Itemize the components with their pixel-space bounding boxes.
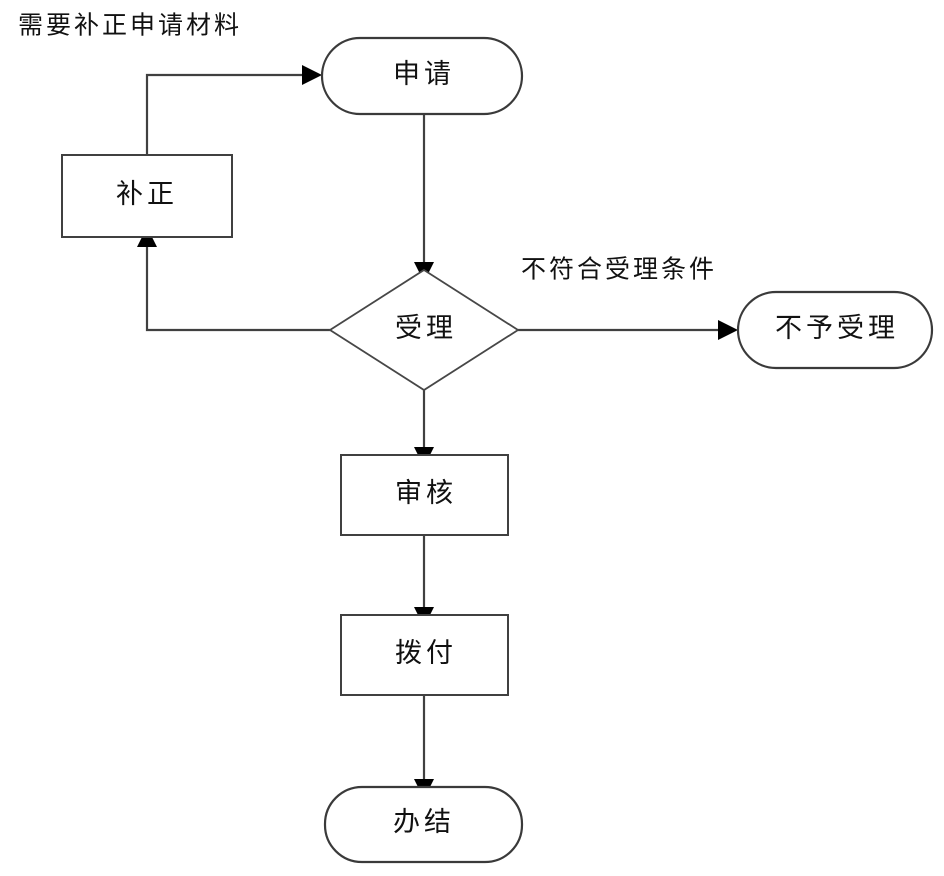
- edge-line: [145, 73, 312, 155]
- edge-label-layer: 需要补正申请材料 不符合受理条件: [18, 12, 717, 284]
- arrow-head-right: [302, 65, 322, 85]
- node-accept-shape[interactable]: [328, 268, 520, 392]
- node-review-shape[interactable]: [340, 454, 509, 536]
- node-reject-shape[interactable]: [736, 290, 934, 370]
- node-review-label: 审核: [395, 478, 457, 508]
- edge-label-not-meet-conditions: 不符合受理条件: [521, 256, 717, 284]
- node-complete[interactable]: 办结: [323, 785, 524, 864]
- edge-review-to-disburse: [414, 535, 434, 627]
- node-apply-label: 申请: [393, 59, 455, 89]
- edge-line: [145, 246, 330, 332]
- node-reject-label: 不予受理: [775, 313, 899, 343]
- node-review[interactable]: 审核: [340, 454, 509, 536]
- node-complete-shape[interactable]: [323, 785, 524, 864]
- edge-accept-to-reject: [518, 320, 738, 340]
- edge-label-need-supplement: 需要补正申请材料: [18, 12, 242, 40]
- edge-supplement-to-apply: [145, 65, 322, 155]
- node-accept-label: 受理: [395, 313, 457, 343]
- node-complete-label: 办结: [393, 807, 455, 837]
- node-layer: 申请 补正 受理 不予受理 审核 拨付 办结: [61, 36, 934, 864]
- node-supplement[interactable]: 补正: [61, 154, 233, 238]
- node-supplement-label: 补正: [116, 179, 178, 209]
- node-apply[interactable]: 申请: [320, 36, 524, 116]
- node-apply-shape[interactable]: [320, 36, 524, 116]
- node-disburse[interactable]: 拨付: [340, 614, 509, 696]
- node-disburse-shape[interactable]: [340, 614, 509, 696]
- edge-accept-to-supplement: [137, 227, 330, 332]
- arrow-head-right: [718, 320, 738, 340]
- node-reject[interactable]: 不予受理: [736, 290, 934, 370]
- node-disburse-label: 拨付: [395, 638, 457, 668]
- node-accept[interactable]: 受理: [328, 268, 520, 392]
- edge-disburse-to-complete: [414, 695, 434, 799]
- node-supplement-shape[interactable]: [61, 154, 233, 238]
- edge-apply-to-accept: [414, 114, 434, 282]
